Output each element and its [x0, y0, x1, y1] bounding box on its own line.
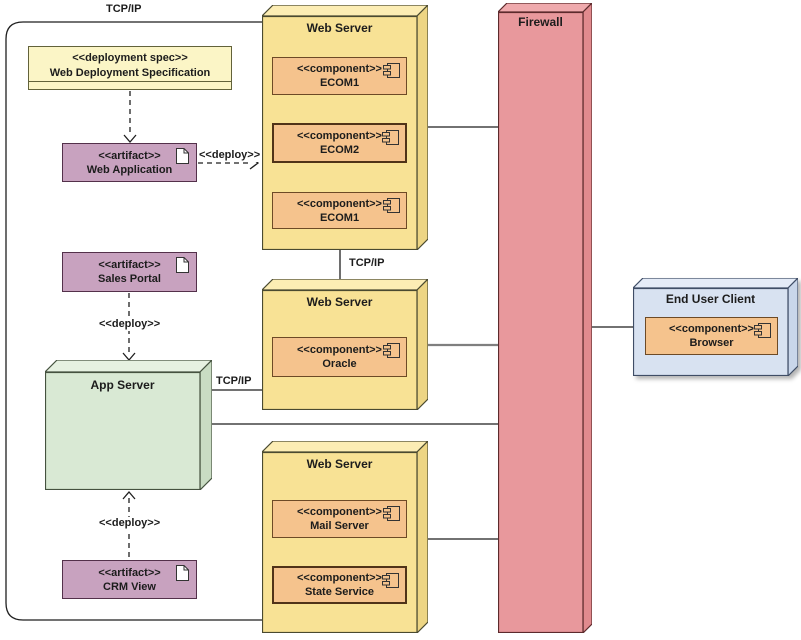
node-web-server-top: Web Server <<component>> ECOM1 <<compone…: [262, 5, 428, 250]
arrowhead-deploy-up: [122, 491, 136, 500]
label-deploy-crmview: <<deploy>>: [97, 517, 163, 530]
component-name: Browser: [689, 337, 734, 349]
component-icon: [383, 63, 400, 78]
web-server-title: Web Server: [306, 457, 373, 471]
node-end-user-client: End User Client <<component>> Browser: [633, 278, 798, 376]
component-stereotype: <<component>>: [297, 197, 382, 210]
artifact-name: Sales Portal: [98, 273, 161, 285]
component-icon: [383, 343, 400, 358]
component-name: Oracle: [322, 358, 357, 370]
label-deploy-webapplication: <<deploy>>: [197, 149, 263, 162]
component-stereotype: <<component>>: [297, 572, 382, 584]
component-stereotype: <<component>>: [297, 63, 382, 75]
component-icon: [383, 198, 400, 213]
label-tcpip-appserver: TCP/IP: [214, 375, 254, 388]
deployment-spec-compartment-divider: [29, 81, 231, 82]
component-stereotype: <<component>>: [297, 344, 382, 356]
artifact-name: CRM View: [103, 580, 156, 593]
web-server-title: Web Server: [306, 21, 373, 35]
component-browser: <<component>> Browser: [645, 317, 778, 355]
component-stereotype: <<component>>: [669, 323, 754, 335]
deployment-spec-stereotype: <<deployment spec>>: [72, 52, 188, 64]
label-tcpip-top: TCP/IP: [104, 3, 144, 16]
file-icon: [176, 565, 189, 581]
label-deploy-salesportal: <<deploy>>: [97, 318, 163, 331]
artifact-name: Web Application: [86, 163, 173, 176]
component-name: ECOM1: [319, 211, 360, 224]
artifact-stereotype: <<artifact>>: [98, 566, 161, 579]
component-name: Mail Server: [310, 520, 369, 532]
component-name: State Service: [304, 586, 375, 598]
arrowhead-deploy-down: [122, 352, 136, 361]
label-tcpip-webservers: TCP/IP: [347, 257, 387, 270]
component-icon: [754, 323, 771, 338]
component-icon: [382, 573, 399, 588]
node-crm-view: <<artifact>> CRM View: [62, 560, 197, 599]
component-oracle: <<component>> Oracle: [272, 337, 407, 377]
node-firewall: Firewall: [498, 3, 592, 633]
component-name: ECOM2: [319, 144, 360, 156]
app-server-cube: [45, 360, 212, 490]
deployment-spec-name: Web Deployment Specification: [49, 67, 211, 79]
end-user-client-title: End User Client: [665, 292, 756, 306]
node-sales-portal: <<artifact>> Sales Portal: [62, 252, 197, 292]
node-web-application: <<artifact>> Web Application: [62, 143, 197, 182]
deployment-spec-text: <<deployment spec>> Web Deployment Speci…: [29, 51, 231, 81]
component-ecom2: <<component>> ECOM2: [272, 123, 407, 163]
artifact-stereotype: <<artifact>>: [98, 149, 161, 162]
component-name: ECOM1: [319, 77, 360, 89]
component-mail-server: <<component>> Mail Server: [272, 500, 407, 538]
node-app-server: App Server: [45, 360, 212, 490]
component-icon: [382, 130, 399, 145]
component-ecom1-b: <<component>> ECOM1: [272, 192, 407, 229]
file-icon: [176, 257, 189, 273]
firewall-cube: [498, 3, 592, 633]
artifact-stereotype: <<artifact>>: [98, 259, 161, 271]
arrowhead-spec: [123, 134, 137, 143]
component-ecom1: <<component>> ECOM1: [272, 57, 407, 95]
node-web-server-middle: Web Server <<component>> Oracle: [262, 279, 428, 410]
component-stereotype: <<component>>: [297, 506, 382, 518]
component-icon: [383, 506, 400, 521]
firewall-title: Firewall: [518, 15, 563, 29]
component-stereotype: <<component>>: [297, 130, 382, 142]
node-deployment-spec: <<deployment spec>> Web Deployment Speci…: [28, 46, 232, 90]
file-icon: [176, 148, 189, 164]
app-server-title: App Server: [90, 378, 155, 392]
web-server-title: Web Server: [306, 295, 373, 309]
component-state-service: <<component>> State Service: [272, 566, 407, 604]
node-web-server-bottom: Web Server <<component>> Mail Server <<c…: [262, 441, 428, 633]
network-boundary: [5, 21, 262, 621]
